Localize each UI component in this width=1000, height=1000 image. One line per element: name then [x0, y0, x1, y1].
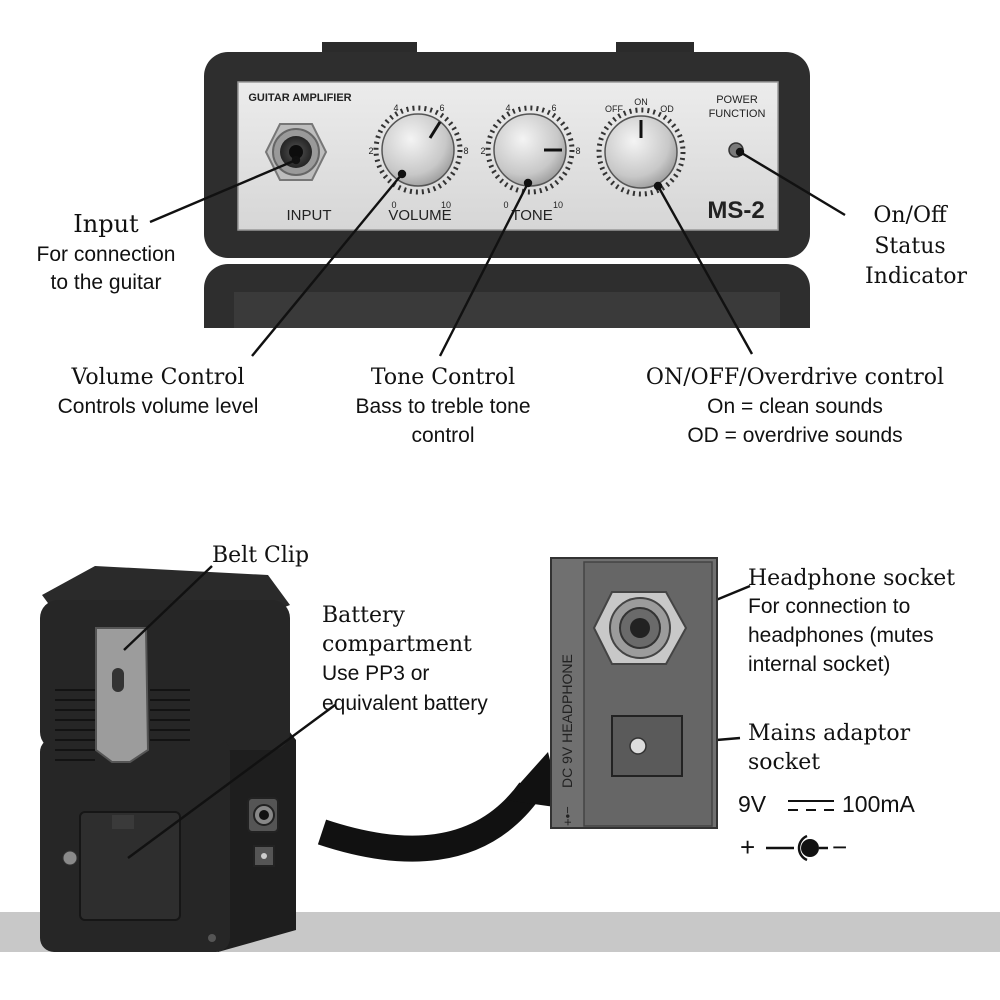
tone-tick-6: 6	[551, 103, 556, 113]
volume-tick-4: 4	[393, 103, 398, 113]
volume-label: VOLUME	[388, 207, 451, 224]
mains-rating-voltage: 9V	[738, 791, 767, 817]
brand-label: GUITAR AMPLIFIER	[248, 92, 351, 104]
input-label: INPUT	[287, 207, 332, 224]
polarity-plus: +	[740, 832, 755, 862]
mode-label-od: OD	[660, 104, 674, 114]
belt-clip-title: Belt Clip	[212, 543, 309, 568]
battery-title-line2: compartment	[322, 632, 472, 657]
power-label-line1: POWER	[716, 94, 758, 106]
side-headphone-jack	[247, 797, 279, 833]
side-panel-vertical-label: DC 9V HEADPHONE	[559, 654, 575, 788]
headphone-line2: headphones (mutes	[748, 624, 934, 647]
volume-tick-0: 0	[391, 200, 396, 210]
volume-callout-line1: Controls volume level	[58, 395, 259, 418]
headphone-line1: For connection to	[748, 595, 910, 618]
volume-tick-2: 2	[368, 146, 373, 156]
headphone-socket	[592, 591, 688, 665]
volume-tick-6: 6	[439, 103, 444, 113]
headphone-title: Headphone socket	[748, 566, 955, 591]
tone-tick-8: 8	[575, 146, 580, 156]
side-panel-polarity: +•−	[560, 806, 575, 826]
model-label: MS-2	[707, 197, 764, 224]
tone-callout-title: Tone Control	[371, 365, 515, 390]
mode-knob	[596, 107, 686, 197]
tone-tick-2: 2	[480, 146, 485, 156]
connector-arrow-head	[505, 752, 562, 808]
battery-line2: equivalent battery	[322, 692, 488, 715]
battery-title-line1: Battery	[322, 603, 406, 628]
mains-adaptor-socket	[611, 715, 683, 777]
screw	[62, 850, 78, 866]
amp-back-illustration	[40, 566, 296, 952]
power-label-line2: FUNCTION	[709, 108, 766, 120]
belt-clip	[95, 627, 150, 763]
input-callout-line1: For connection	[37, 243, 176, 266]
mains-title-line1: Mains adaptor	[748, 721, 911, 746]
mains-rating-current: 100mA	[842, 791, 916, 817]
top-leader-lines	[149, 147, 846, 357]
tone-tick-10: 10	[553, 200, 563, 210]
input-callout-line2: to the guitar	[51, 271, 162, 294]
input-callout-title: Input	[73, 210, 139, 238]
tone-label: TONE	[511, 207, 552, 224]
polarity-symbol: + −	[740, 832, 847, 862]
headphone-line3: internal socket)	[748, 653, 890, 676]
tone-callout-line1: Bass to treble tone	[355, 395, 530, 418]
volume-knob	[373, 105, 463, 195]
onoff-callout-line2: OD = overdrive sounds	[687, 424, 902, 447]
onoff-callout-title: ON/OFF/Overdrive control	[646, 365, 944, 390]
volume-callout-title: Volume Control	[70, 365, 244, 390]
status-callout-line1: On/Off	[873, 203, 948, 228]
tone-tick-0: 0	[503, 200, 508, 210]
polarity-minus: −	[832, 832, 847, 862]
battery-line1: Use PP3 or	[322, 662, 429, 685]
volume-tick-8: 8	[463, 146, 468, 156]
status-callout-line2: Status	[874, 234, 945, 259]
dc-symbol	[788, 800, 834, 811]
tone-tick-4: 4	[505, 103, 510, 113]
connector-arrow-shaft	[317, 782, 541, 862]
mains-title-line2: socket	[748, 750, 820, 775]
input-jack	[264, 123, 328, 181]
tone-callout-line2: control	[411, 424, 474, 447]
amplifier-illustration: GUITAR AMPLIFIER INPUT 0 2 4 6 8 10 VOLU…	[190, 42, 830, 368]
volume-tick-10: 10	[441, 200, 451, 210]
tone-knob	[485, 105, 575, 195]
mode-label-on: ON	[634, 97, 648, 107]
side-panel-closeup: DC 9V HEADPHONE +•−	[550, 557, 718, 829]
status-callout-line3: Indicator	[865, 264, 968, 289]
onoff-callout-line1: On = clean sounds	[707, 395, 883, 418]
mode-label-off: OFF	[605, 104, 623, 114]
